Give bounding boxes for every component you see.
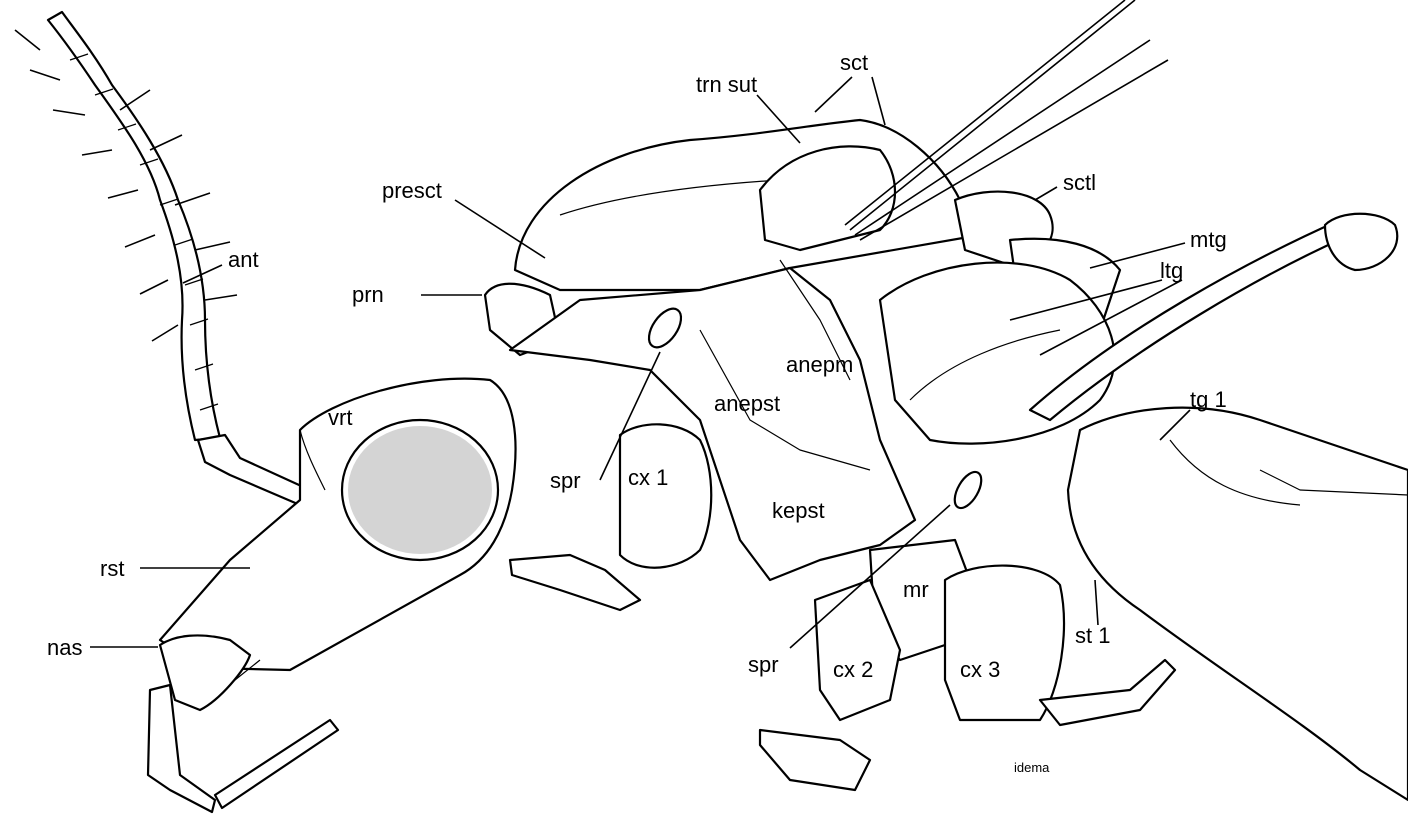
labels: trn sut sct sctl presct mtg ant ltg prn …: [47, 50, 1227, 775]
label-vrt: vrt: [328, 405, 352, 430]
wing-base-drawing: [844, 0, 1399, 422]
label-mtg: mtg: [1190, 227, 1227, 252]
label-anepm: anepm: [786, 352, 853, 377]
legs-drawing: [508, 423, 1177, 792]
label-rst: rst: [100, 556, 124, 581]
specimen-drawing: [14, 0, 1408, 814]
label-sct: sct: [840, 50, 868, 75]
label-cx1: cx 1: [628, 465, 668, 490]
label-mr: mr: [903, 577, 929, 602]
label-cx2: cx 2: [833, 657, 873, 682]
label-ltg: ltg: [1160, 258, 1183, 283]
label-presct: presct: [382, 178, 442, 203]
label-spr-lower: spr: [748, 652, 779, 677]
label-kepst: kepst: [772, 498, 825, 523]
label-trn-sut: trn sut: [696, 72, 757, 97]
label-ant: ant: [228, 247, 259, 272]
antenna-drawing: [14, 10, 324, 514]
leader-lines: [90, 76, 1191, 649]
label-spr-upper: spr: [550, 468, 581, 493]
label-sctl: sctl: [1063, 170, 1096, 195]
palp-drawing: [146, 683, 340, 814]
label-nas: nas: [47, 635, 82, 660]
artist-signature: idema: [1014, 760, 1050, 775]
label-cx3: cx 3: [960, 657, 1000, 682]
label-tg1: tg 1: [1190, 387, 1227, 412]
label-prn: prn: [352, 282, 384, 307]
abdomen-drawing: [1066, 406, 1408, 802]
label-st1: st 1: [1075, 623, 1110, 648]
label-anepst: anepst: [714, 391, 780, 416]
head-drawing: [158, 377, 517, 712]
